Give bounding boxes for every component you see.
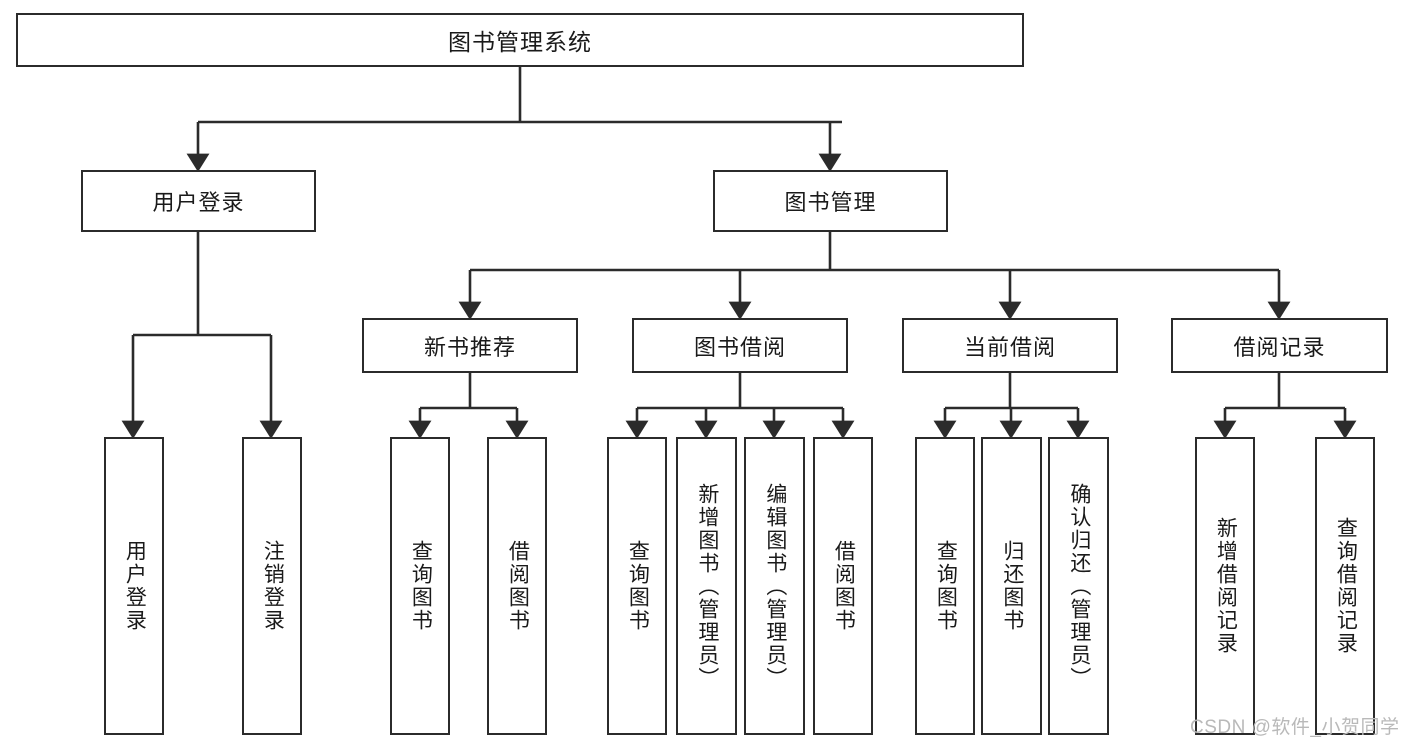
leaf-borrow-query-book-label: 查询图书 — [626, 540, 650, 632]
node-root-system[interactable]: 图书管理系统 — [16, 13, 1024, 67]
node-root-system-label: 图书管理系统 — [448, 29, 592, 55]
leaf-new-books-borrow-label: 借阅图书 — [506, 540, 530, 632]
leaf-current-query-book[interactable]: 查询图书 — [915, 437, 975, 735]
leaf-user-login-signin[interactable]: 用户登录 — [104, 437, 164, 735]
leaf-user-login-signout[interactable]: 注销登录 — [242, 437, 302, 735]
leaf-new-books-query-label: 查询图书 — [409, 540, 433, 632]
leaf-borrow-borrow-book-label: 借阅图书 — [832, 540, 856, 632]
node-book-management-label: 图书管理 — [784, 190, 877, 215]
node-new-book-recommend[interactable]: 新书推荐 — [362, 318, 578, 373]
node-current-borrow-label: 当前借阅 — [963, 334, 1056, 360]
leaf-borrow-query-book[interactable]: 查询图书 — [607, 437, 667, 735]
node-borrow-records-label: 借阅记录 — [1233, 334, 1326, 360]
leaf-current-return-book[interactable]: 归还图书 — [981, 437, 1042, 735]
node-book-borrow[interactable]: 图书借阅 — [632, 318, 848, 373]
leaf-records-query-label: 查询借阅记录 — [1334, 517, 1358, 655]
leaf-records-add[interactable]: 新增借阅记录 — [1195, 437, 1255, 735]
node-borrow-records[interactable]: 借阅记录 — [1171, 318, 1388, 373]
leaf-current-confirm-return[interactable]: 确认归还（管理员） — [1048, 437, 1109, 735]
leaf-borrow-edit-book-label: 编辑图书（管理员） — [763, 482, 787, 690]
node-user-login-label: 用户登录 — [152, 190, 245, 215]
leaf-records-add-label: 新增借阅记录 — [1214, 517, 1238, 655]
node-current-borrow[interactable]: 当前借阅 — [902, 318, 1118, 373]
leaf-user-login-signout-label: 注销登录 — [261, 540, 285, 632]
leaf-borrow-edit-book[interactable]: 编辑图书（管理员） — [744, 437, 805, 735]
leaf-new-books-borrow[interactable]: 借阅图书 — [487, 437, 547, 735]
leaf-current-return-book-label: 归还图书 — [1000, 540, 1024, 632]
node-user-login[interactable]: 用户登录 — [81, 170, 316, 232]
leaf-new-books-query[interactable]: 查询图书 — [390, 437, 450, 735]
leaf-borrow-add-book-label: 新增图书（管理员） — [695, 482, 719, 690]
csdn-watermark: CSDN @软件_小贺同学 — [1190, 717, 1400, 738]
leaf-borrow-borrow-book[interactable]: 借阅图书 — [813, 437, 873, 735]
leaf-user-login-signin-label: 用户登录 — [123, 540, 147, 632]
node-book-management[interactable]: 图书管理 — [713, 170, 948, 232]
node-new-book-recommend-label: 新书推荐 — [423, 334, 516, 360]
leaf-current-confirm-return-label: 确认归还（管理员） — [1067, 482, 1091, 690]
leaf-borrow-add-book[interactable]: 新增图书（管理员） — [676, 437, 737, 735]
leaf-records-query[interactable]: 查询借阅记录 — [1315, 437, 1375, 735]
leaf-current-query-book-label: 查询图书 — [934, 540, 958, 632]
node-book-borrow-label: 图书借阅 — [693, 334, 786, 360]
